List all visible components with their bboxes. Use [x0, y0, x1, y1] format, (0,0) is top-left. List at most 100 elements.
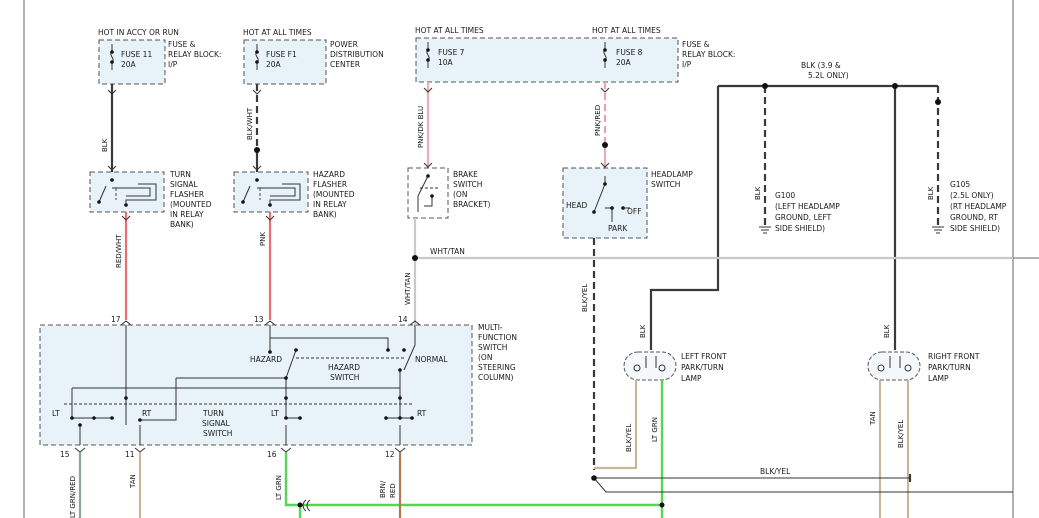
pin-11: 11: [125, 450, 135, 459]
lf-lamp-label-2: PARK/TURN: [681, 363, 724, 372]
hazard-flasher-label-1: HAZARD: [313, 170, 345, 179]
wire-label-blk-yel-lf: BLK/YEL: [625, 424, 633, 452]
lf-lamp-label-3: LAMP: [681, 374, 702, 383]
lf-lamp-housing: [623, 351, 677, 381]
turn-flasher-label-1: TURN: [169, 170, 191, 179]
mf-lt-right: LT: [271, 409, 279, 418]
turn-signal-switch-label-3: SWITCH: [203, 429, 232, 438]
wire-label-pnk: PNK: [259, 232, 267, 246]
g100-label-2: (LEFT HEADLAMP: [775, 202, 840, 211]
turn-signal-switch-label-2: SIGNAL: [202, 419, 231, 428]
headlamp-switch-off: OFF: [627, 207, 642, 216]
wire-label-blk-top-2: 5.2L ONLY): [808, 71, 849, 80]
hazard-flasher-label-4: IN RELAY: [313, 200, 347, 209]
wire-label-wht-tan: WHT/TAN: [404, 272, 412, 305]
brake-switch-label-3: (ON: [453, 190, 467, 199]
fuse-relay-block-label-2: RELAY BLOCK:: [682, 50, 735, 59]
fuse-11-header: HOT IN ACCY OR RUN: [98, 28, 179, 37]
ground-g105: G105 (2.5L ONLY) (RT HEADLAMP GROUND, RT…: [932, 180, 1007, 234]
g105-label-3: (RT HEADLAMP: [950, 202, 1007, 211]
wire-label-wht-tan-h: WHT/TAN: [430, 247, 465, 256]
right-front-park-turn-lamp: RIGHT FRONT PARK/TURN LAMP: [867, 351, 980, 383]
fuse-11-block-label: FUSE &: [168, 40, 196, 49]
fuse-f1-box: [243, 39, 327, 85]
hazard-flasher-label-3: (MOUNTED: [313, 190, 355, 199]
fuse-11-block-label-3: I/P: [168, 60, 178, 69]
wire-label-pnk-red: PNK/RED: [594, 105, 602, 136]
turn-flasher-label-4: (MOUNTED: [170, 200, 212, 209]
wire-blk-yel-lf: [594, 380, 638, 470]
hazard-flasher-label-5: BANK): [313, 210, 337, 219]
g105-label-2: (2.5L ONLY): [950, 191, 994, 200]
mf-label-2: FUNCTION: [478, 333, 517, 342]
rf-lamp-label-1: RIGHT FRONT: [928, 352, 980, 361]
headlamp-switch: HEAD OFF PARK HEADLAMP SWITCH: [562, 167, 693, 239]
mf-hazard-position: HAZARD: [250, 355, 282, 364]
fuse-f1-rating: 20A: [266, 60, 282, 69]
fuse-11-block-label-2: RELAY BLOCK:: [168, 50, 221, 59]
g100-label-3: GROUND, LEFT: [775, 213, 832, 222]
rf-lamp-label-3: LAMP: [928, 374, 949, 383]
pin-12: 12: [385, 450, 395, 459]
mf-label-6: COLUMN): [478, 373, 514, 382]
wire-label-blk-yel-main: BLK/YEL: [581, 284, 589, 312]
pin-13: 13: [254, 315, 264, 324]
headlamp-switch-label-1: HEADLAMP: [651, 170, 693, 179]
mf-rt-left: RT: [142, 409, 152, 418]
ground-g105-symbol: [932, 226, 944, 234]
fuse-relay-block-label: FUSE &: [682, 40, 710, 49]
turn-flasher-label-5: IN RELAY: [170, 210, 204, 219]
hazard-flasher-label-2: FLASHER: [313, 180, 347, 189]
ground-g100: G100 (LEFT HEADLAMP GROUND, LEFT SIDE SH…: [759, 191, 840, 234]
wire-label-red-wht: RED/WHT: [115, 234, 123, 268]
fuse-8-rating: 20A: [616, 58, 632, 67]
turn-signal-switch-label-1: TURN: [202, 409, 224, 418]
wire-label-blk-rf: BLK: [883, 324, 891, 338]
brake-switch-box: [407, 167, 449, 219]
brake-switch: BRAKE SWITCH (ON BRACKET): [407, 167, 491, 219]
fuse-f1-header: HOT AT ALL TIMES: [243, 28, 312, 37]
wire-label-blk-g100: BLK: [754, 186, 762, 200]
wire-label-blk-wht: BLK/WHT: [246, 107, 254, 140]
pin-15: 15: [60, 450, 70, 459]
mf-label-3: SWITCH: [478, 343, 507, 352]
wire-label-lt-grn-red: LT GRN/RED: [69, 476, 77, 518]
wire-label-blk-lf: BLK: [639, 324, 647, 338]
pin-17: 17: [111, 315, 121, 324]
fuse-8-header: HOT AT ALL TIMES: [592, 26, 661, 35]
headlamp-switch-head: HEAD: [566, 201, 588, 210]
lf-lamp-label-1: LEFT FRONT: [681, 352, 727, 361]
fuse-11-group: HOT IN ACCY OR RUN FUSE 11 20A FUSE & RE…: [98, 28, 221, 85]
ground-g100-symbol: [759, 226, 771, 234]
fuse-f1-group: HOT AT ALL TIMES FUSE F1 20A POWER DISTR…: [243, 28, 384, 85]
brake-switch-label-4: BRACKET): [453, 200, 491, 209]
g100-label-1: G100: [775, 191, 795, 200]
fuse-7-header: HOT AT ALL TIMES: [415, 26, 484, 35]
left-front-park-turn-lamp: LEFT FRONT PARK/TURN LAMP: [623, 351, 727, 383]
hazard-flasher: HAZARD FLASHER (MOUNTED IN RELAY BANK): [233, 170, 355, 219]
wire-label-pnk-dk-blu: PNK/DK BLU: [417, 106, 425, 148]
mf-normal-position: NORMAL: [415, 355, 448, 364]
wire-label-blk: BLK: [101, 138, 109, 152]
brake-switch-label-1: BRAKE: [453, 170, 478, 179]
turn-flasher-label-2: SIGNAL: [170, 180, 199, 189]
mf-lt-left: LT: [52, 409, 60, 418]
fuse-f1-label: FUSE F1: [266, 50, 297, 59]
pdc-label-3: CENTER: [330, 60, 360, 69]
wire-label-lt-grn-bottom: LT GRN: [275, 475, 283, 500]
pin-16: 16: [267, 450, 277, 459]
connector-symbol: [302, 499, 311, 512]
brake-switch-label-2: SWITCH: [453, 180, 482, 189]
wire-label-blk-top: BLK (3.9 &: [801, 61, 841, 70]
multi-function-switch-box: [39, 324, 473, 446]
g100-label-4: SIDE SHIELD): [775, 224, 825, 233]
headlamp-switch-label-2: SWITCH: [651, 180, 680, 189]
rf-lamp-label-2: PARK/TURN: [928, 363, 971, 372]
fuse-11-label: FUSE 11: [121, 50, 152, 59]
fuse-8-label: FUSE 8: [616, 48, 643, 57]
g105-label-5: SIDE SHIELD): [950, 224, 1000, 233]
wire-lt-grn-bottom: [284, 452, 662, 507]
wire-label-tan-bottom: TAN: [129, 474, 137, 489]
headlamp-switch-park: PARK: [608, 224, 628, 233]
pdc-label: POWER: [330, 40, 358, 49]
